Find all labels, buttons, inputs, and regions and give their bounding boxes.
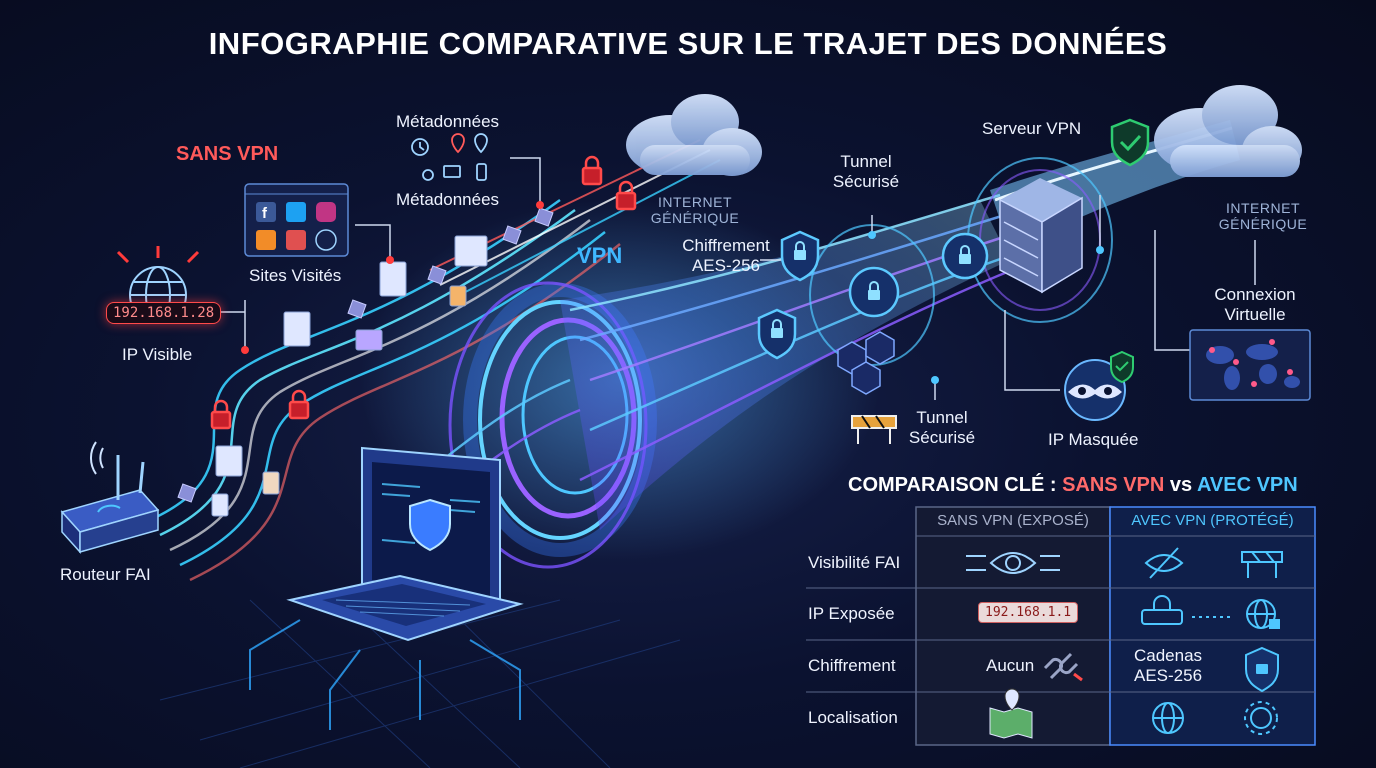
shield-check-icon: [1110, 118, 1150, 167]
map-icon-virtual: [1189, 329, 1311, 401]
data-lanes-left: [149, 198, 621, 582]
eye-icon: [966, 552, 1060, 574]
barrier-icon-table: [1241, 551, 1283, 578]
barrier-icon: [851, 415, 897, 444]
row-label-ip: IP Exposée: [808, 604, 895, 623]
cloud-icon-right: [1154, 85, 1302, 177]
metadata-icons: [411, 133, 488, 181]
ip-visible-label: IP Visible: [122, 345, 193, 364]
map-location-icon: [989, 688, 1033, 739]
row-label-encryption: Chiffrement: [808, 656, 896, 675]
server-vpn-label: Serveur VPN: [982, 119, 1082, 138]
metadata-label-top: Métadonnées: [396, 112, 500, 131]
globe-user-icon: [1152, 702, 1184, 734]
column-header-protected: AVEC VPN (PROTÉGÉ): [1131, 512, 1294, 529]
lock-bar-icon: [1141, 595, 1232, 625]
comparison-table: [806, 506, 1316, 746]
server-icon: [999, 178, 1083, 294]
mask-icon: [1064, 350, 1134, 421]
vpn-label: VPN: [577, 243, 623, 268]
svg-text:f: f: [262, 205, 268, 222]
lock-icon-red: [210, 155, 637, 430]
row-label-location: Localisation: [808, 708, 898, 727]
cloud-icon-left: [626, 94, 762, 176]
column-header-exposed: SANS VPN (EXPOSÉ): [937, 512, 1089, 529]
section-label-sans-vpn: SANS VPN: [176, 143, 279, 165]
broken-link-icon: [1043, 652, 1083, 682]
sites-visited-label: Sites Visités: [249, 266, 342, 285]
encryption-exposed-value: Aucun: [986, 656, 1035, 675]
laptop-icon: [286, 446, 524, 642]
comparison-title: COMPARAISON CLÉ : SANS VPN vs AVEC VPN: [848, 474, 1298, 496]
globe-lock-icon: [1246, 599, 1280, 629]
exposed-ip-value: 192.168.1.1: [978, 602, 1079, 623]
router-icon: [60, 441, 160, 554]
row-label-visibility: Visibilité FAI: [808, 553, 901, 572]
page-title: INFOGRAPHIE COMPARATIVE SUR LE TRAJET DE…: [208, 26, 1168, 61]
shield-lock-icon: [1245, 646, 1279, 693]
ip-masked-label: IP Masquée: [1048, 430, 1139, 449]
sites-window: f: [244, 183, 349, 257]
router-label: Routeur FAI: [60, 565, 151, 584]
metadata-label-bottom: Métadonnées: [396, 190, 500, 209]
eye-slash-icon: [1144, 547, 1184, 579]
network-user-icon: [1244, 701, 1278, 735]
ip-address-badge: 192.168.1.28: [106, 302, 222, 324]
